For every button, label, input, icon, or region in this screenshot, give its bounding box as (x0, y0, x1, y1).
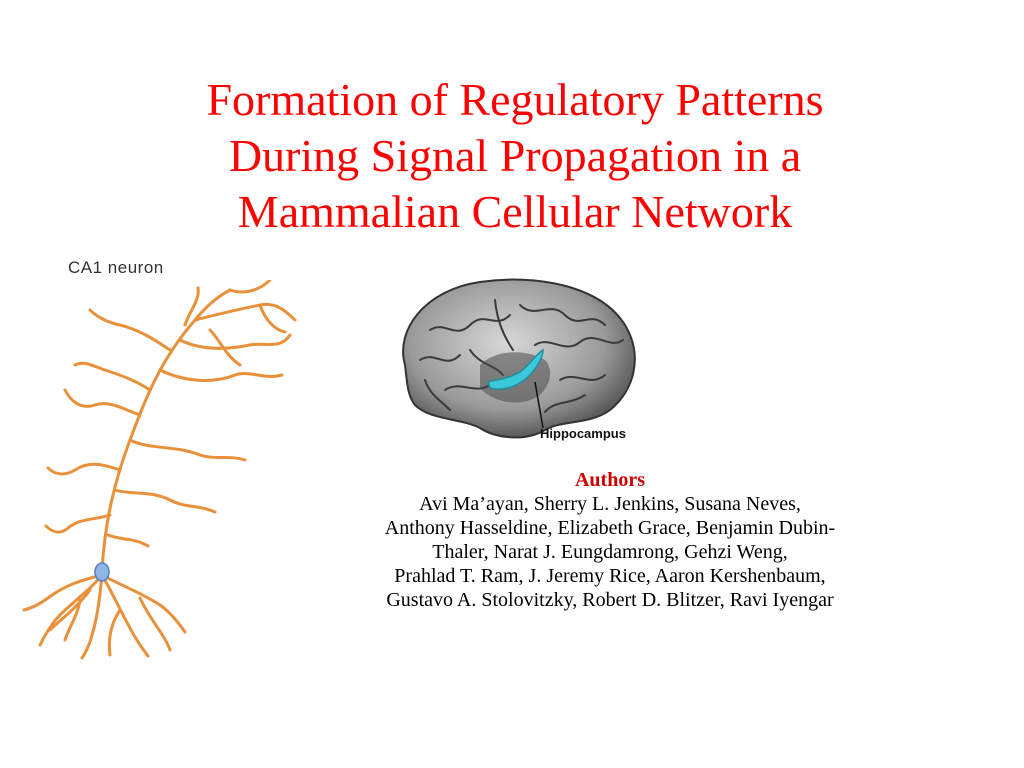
brain-illustration-icon (402, 278, 636, 439)
authors-heading: Authors (574, 469, 645, 491)
slide-title: Formation of Regulatory Patterns During … (120, 72, 910, 240)
neuron-illustration-icon (22, 280, 297, 660)
neuron-label: CA1 neuron (68, 258, 164, 277)
title-line-3: Mammalian Cellular Network (237, 186, 793, 237)
author-line: Prahlad T. Ram, J. Jeremy Rice, Aaron Ke… (394, 565, 826, 587)
author-line: Thaler, Narat J. Eungdamrong, Gehzi Weng… (432, 541, 788, 563)
author-line: Anthony Hasseldine, Elizabeth Grace, Ben… (384, 517, 836, 539)
authors-block: Authors Avi Ma’ayan, Sherry L. Jenkins, … (300, 468, 920, 612)
title-line-1: Formation of Regulatory Patterns (206, 74, 824, 125)
hippocampus-label: Hippocampus (540, 426, 626, 441)
title-line-2: During Signal Propagation in a (228, 130, 802, 181)
author-line: Gustavo A. Stolovitzky, Robert D. Blitze… (386, 589, 834, 611)
author-line: Avi Ma’ayan, Sherry L. Jenkins, Susana N… (419, 493, 801, 515)
